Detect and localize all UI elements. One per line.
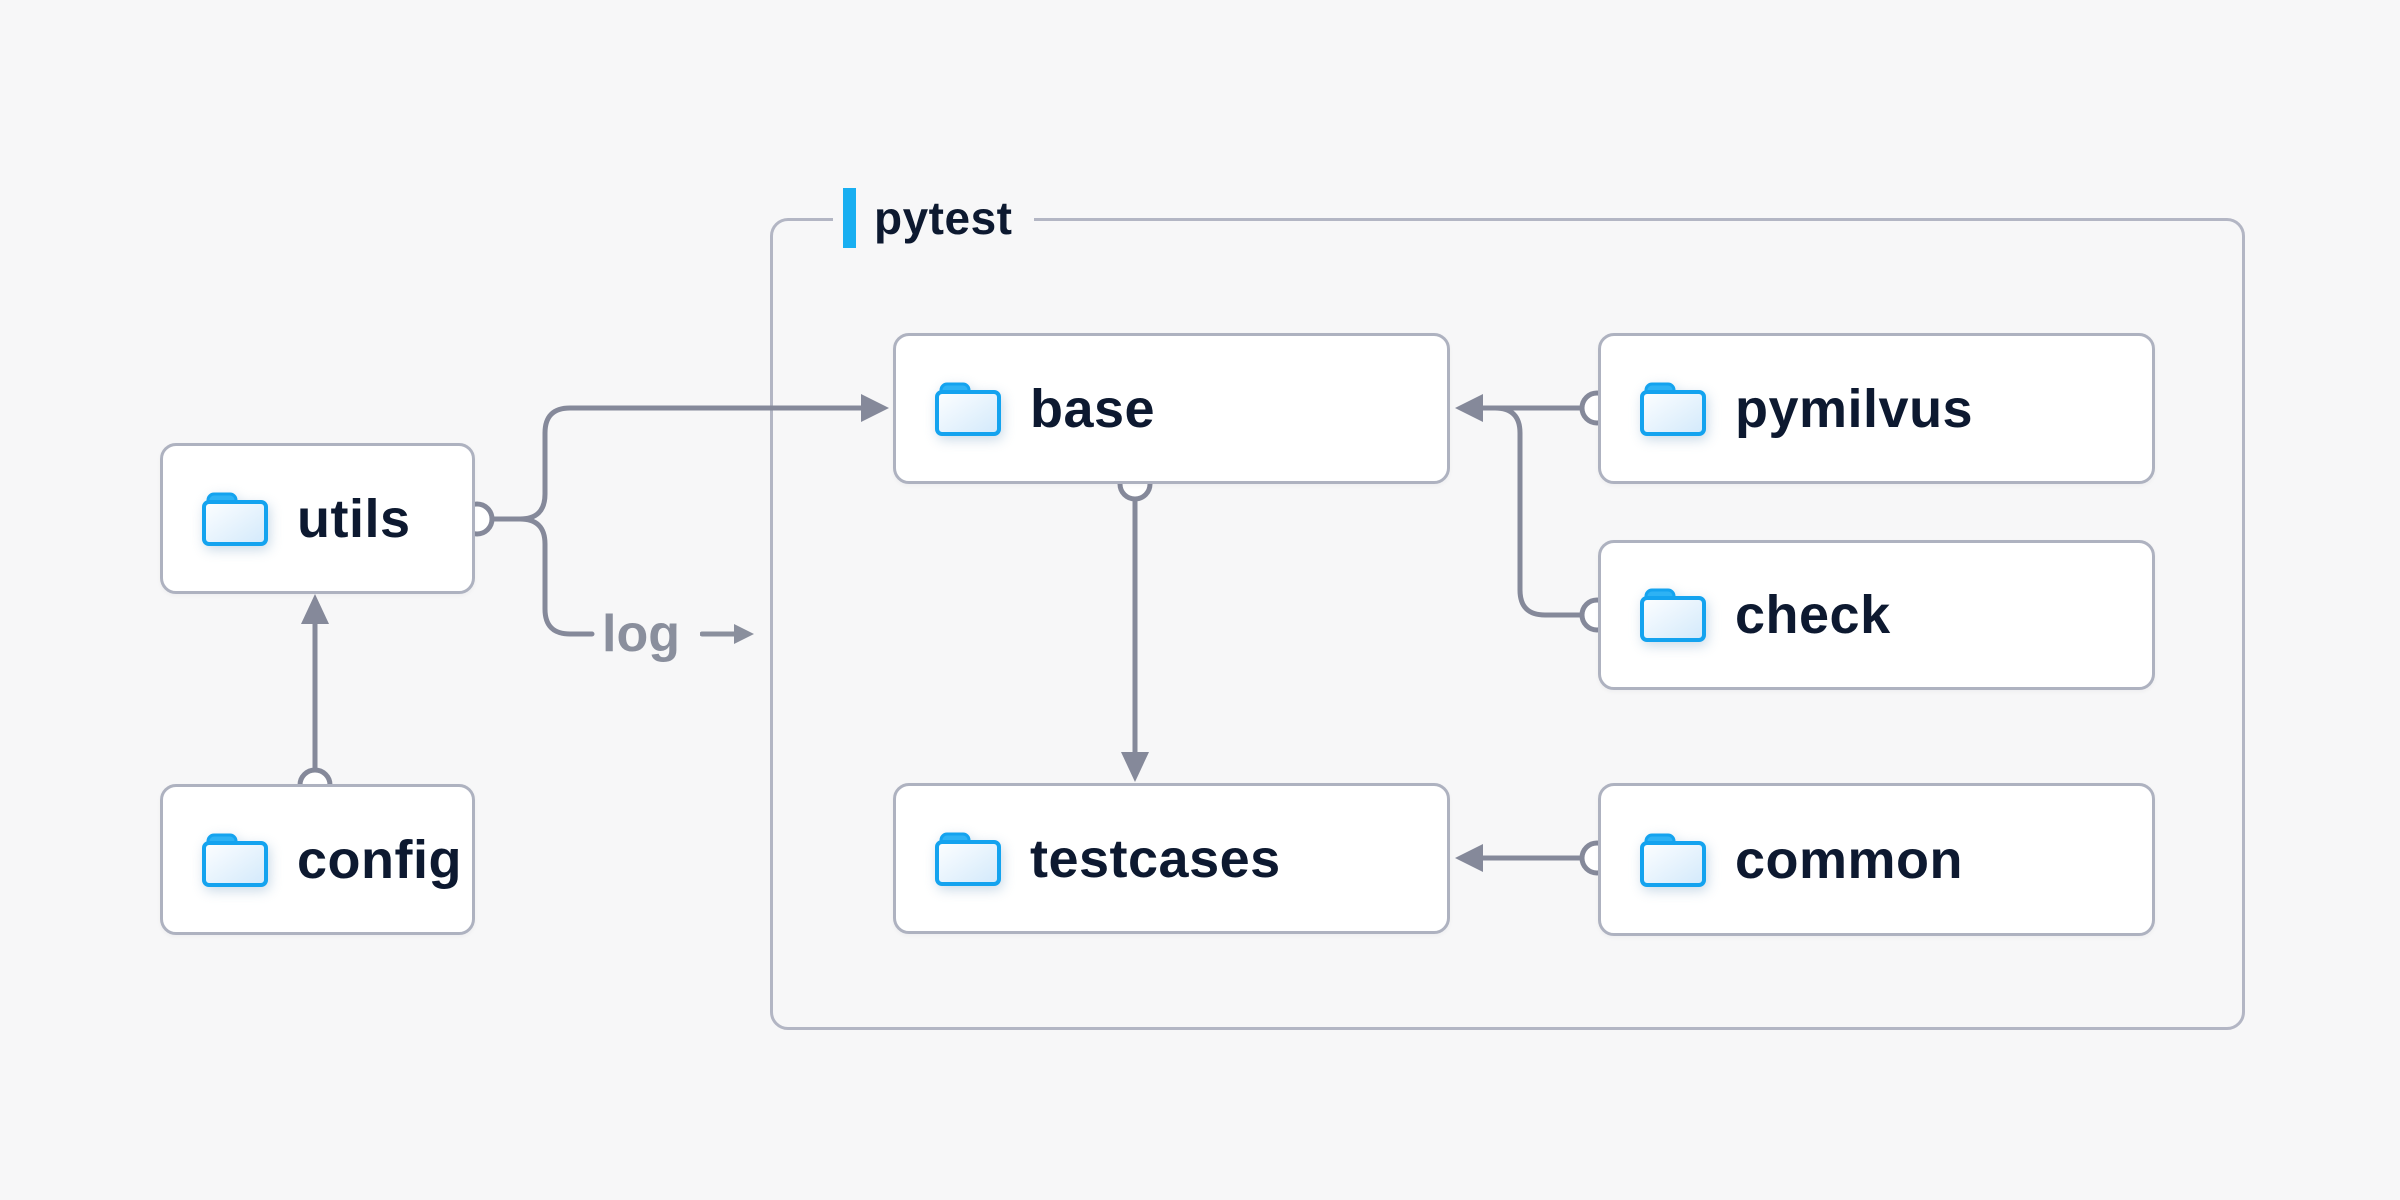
node-pymilvus: pymilvus bbox=[1598, 333, 2155, 484]
log-edge-label: log bbox=[602, 604, 756, 664]
pytest-accent-bar bbox=[843, 188, 856, 248]
node-check: check bbox=[1598, 540, 2155, 690]
node-common: common bbox=[1598, 783, 2155, 936]
node-testcases-label: testcases bbox=[1030, 828, 1281, 889]
log-edge-label-text: log bbox=[602, 605, 680, 663]
folder-icon bbox=[934, 381, 1002, 437]
node-testcases: testcases bbox=[893, 783, 1450, 934]
folder-icon bbox=[1639, 832, 1707, 888]
folder-icon bbox=[201, 832, 269, 888]
folder-icon bbox=[1639, 381, 1707, 437]
node-config-label: config bbox=[297, 829, 462, 890]
pytest-group-label-text: pytest bbox=[874, 192, 1013, 244]
pytest-group-container bbox=[770, 218, 2245, 1030]
right-arrow-icon bbox=[699, 624, 754, 644]
node-config: config bbox=[160, 784, 475, 935]
arrowhead-into-utils bbox=[301, 594, 329, 624]
edge-utils-to-log-line bbox=[517, 516, 595, 637]
node-common-label: common bbox=[1735, 829, 1964, 890]
folder-icon bbox=[1639, 587, 1707, 643]
folder-icon bbox=[934, 831, 1002, 887]
node-check-label: check bbox=[1735, 585, 1891, 645]
node-base-label: base bbox=[1030, 378, 1156, 439]
node-utils-label: utils bbox=[297, 488, 411, 549]
node-pymilvus-label: pymilvus bbox=[1735, 378, 1974, 439]
node-base: base bbox=[893, 333, 1450, 484]
folder-icon bbox=[201, 491, 269, 547]
node-utils: utils bbox=[160, 443, 475, 594]
pytest-group-label: pytest bbox=[833, 182, 1035, 254]
